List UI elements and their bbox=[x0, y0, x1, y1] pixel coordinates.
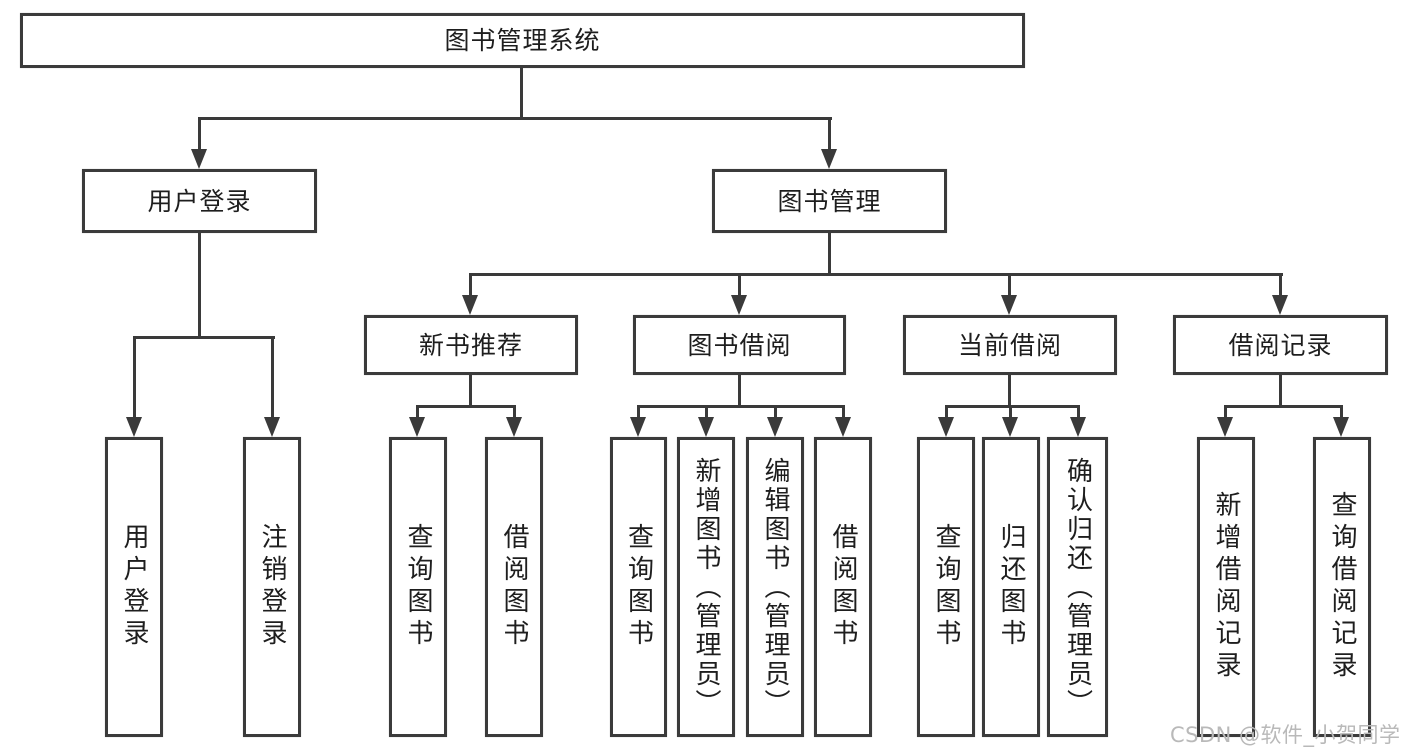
arrow-down-icon bbox=[767, 417, 783, 437]
leaf-return-books: 归还图书 bbox=[982, 437, 1040, 737]
leaf-add-borrow-record-label: 新增借阅记录 bbox=[1211, 491, 1241, 683]
arrow-down-icon bbox=[1002, 417, 1018, 437]
leaf-query-borrow-record: 查询借阅记录 bbox=[1313, 437, 1371, 737]
arrow-down-icon bbox=[835, 417, 851, 437]
connector-line bbox=[738, 273, 741, 299]
leaf-confirm-return-admin-label: 确认归还（管理员） bbox=[1062, 456, 1093, 718]
connector-line bbox=[416, 405, 419, 420]
node-new-book-recommend-label: 新书推荐 bbox=[418, 330, 523, 360]
connector-line bbox=[1009, 405, 1012, 420]
node-new-book-recommend: 新书推荐 bbox=[364, 315, 578, 375]
leaf-borrow-books-1: 借阅图书 bbox=[485, 437, 543, 737]
arrow-down-icon bbox=[1333, 417, 1349, 437]
connector-line bbox=[828, 117, 831, 153]
connector-line bbox=[637, 405, 845, 408]
arrow-down-icon bbox=[698, 417, 714, 437]
connector-line bbox=[469, 375, 472, 408]
arrow-down-icon bbox=[506, 417, 522, 437]
leaf-add-book-admin: 新增图书（管理员） bbox=[677, 437, 735, 737]
leaf-query-books-3: 查询图书 bbox=[917, 437, 975, 737]
leaf-confirm-return-admin: 确认归还（管理员） bbox=[1047, 437, 1108, 737]
arrow-down-icon bbox=[191, 149, 207, 169]
connector-line bbox=[513, 405, 516, 420]
connector-line bbox=[416, 405, 516, 408]
leaf-query-books-1-label: 查询图书 bbox=[403, 523, 433, 651]
connector-line bbox=[842, 405, 845, 420]
leaf-logout: 注销登录 bbox=[243, 437, 301, 737]
connector-line bbox=[945, 405, 1080, 408]
connector-line bbox=[1340, 405, 1343, 420]
arrow-down-icon bbox=[1001, 295, 1017, 315]
connector-line bbox=[469, 273, 472, 299]
connector-line bbox=[637, 405, 640, 420]
arrow-down-icon bbox=[1272, 295, 1288, 315]
connector-line bbox=[705, 405, 708, 420]
connector-line bbox=[133, 336, 275, 339]
connector-line bbox=[198, 117, 832, 120]
node-book-borrow: 图书借阅 bbox=[633, 315, 846, 375]
leaf-borrow-books-1-label: 借阅图书 bbox=[499, 523, 529, 651]
arrow-down-icon bbox=[938, 417, 954, 437]
leaf-edit-book-admin: 编辑图书（管理员） bbox=[746, 437, 804, 737]
connector-line bbox=[945, 405, 948, 420]
arrow-down-icon bbox=[821, 149, 837, 169]
leaf-user-login: 用户登录 bbox=[105, 437, 163, 737]
connector-line bbox=[469, 273, 1283, 276]
node-current-borrow-label: 当前借阅 bbox=[957, 330, 1062, 360]
leaf-query-books-2-label: 查询图书 bbox=[623, 523, 654, 651]
connector-line bbox=[133, 336, 136, 421]
connector-line bbox=[1224, 405, 1343, 408]
leaf-query-books-1: 查询图书 bbox=[389, 437, 447, 737]
arrow-down-icon bbox=[264, 417, 280, 437]
leaf-add-borrow-record: 新增借阅记录 bbox=[1197, 437, 1255, 737]
connector-line bbox=[1077, 405, 1080, 420]
leaf-add-book-admin-label: 新增图书（管理员） bbox=[691, 456, 721, 718]
node-book-management: 图书管理 bbox=[712, 169, 947, 233]
arrow-down-icon bbox=[409, 417, 425, 437]
node-user-login: 用户登录 bbox=[82, 169, 317, 233]
csdn-watermark: CSDN @软件_小贺同学 bbox=[1170, 723, 1401, 747]
arrow-down-icon bbox=[1070, 417, 1086, 437]
node-user-login-label: 用户登录 bbox=[147, 186, 252, 216]
node-current-borrow: 当前借阅 bbox=[903, 315, 1117, 375]
connector-line bbox=[198, 117, 201, 153]
node-book-management-label: 图书管理 bbox=[777, 186, 882, 216]
connector-line bbox=[1008, 375, 1011, 408]
arrow-down-icon bbox=[731, 295, 747, 315]
connector-line bbox=[828, 233, 831, 276]
leaf-logout-label: 注销登录 bbox=[257, 523, 287, 651]
connector-line bbox=[774, 405, 777, 420]
connector-line bbox=[738, 375, 741, 408]
arrow-down-icon bbox=[630, 417, 646, 437]
leaf-user-login-label: 用户登录 bbox=[119, 523, 149, 651]
node-book-borrow-label: 图书借阅 bbox=[687, 330, 792, 360]
leaf-return-books-label: 归还图书 bbox=[996, 523, 1026, 651]
node-borrow-records-label: 借阅记录 bbox=[1228, 330, 1333, 360]
connector-line bbox=[1224, 405, 1227, 420]
leaf-query-borrow-record-label: 查询借阅记录 bbox=[1327, 491, 1357, 683]
node-root-label: 图书管理系统 bbox=[444, 26, 601, 55]
leaf-borrow-books-2: 借阅图书 bbox=[814, 437, 872, 737]
arrow-down-icon bbox=[126, 417, 142, 437]
connector-line bbox=[271, 336, 274, 421]
leaf-query-books-2: 查询图书 bbox=[610, 437, 667, 737]
leaf-edit-book-admin-label: 编辑图书（管理员） bbox=[760, 456, 790, 718]
arrow-down-icon bbox=[462, 295, 478, 315]
leaf-query-books-3-label: 查询图书 bbox=[931, 523, 961, 651]
connector-line bbox=[1279, 375, 1282, 408]
arrow-down-icon bbox=[1217, 417, 1233, 437]
node-root: 图书管理系统 bbox=[20, 13, 1025, 68]
connector-line bbox=[520, 68, 523, 120]
node-borrow-records: 借阅记录 bbox=[1173, 315, 1388, 375]
connector-line bbox=[198, 233, 201, 339]
connector-line bbox=[1008, 273, 1011, 299]
leaf-borrow-books-2-label: 借阅图书 bbox=[828, 523, 858, 651]
connector-line bbox=[1279, 273, 1282, 299]
